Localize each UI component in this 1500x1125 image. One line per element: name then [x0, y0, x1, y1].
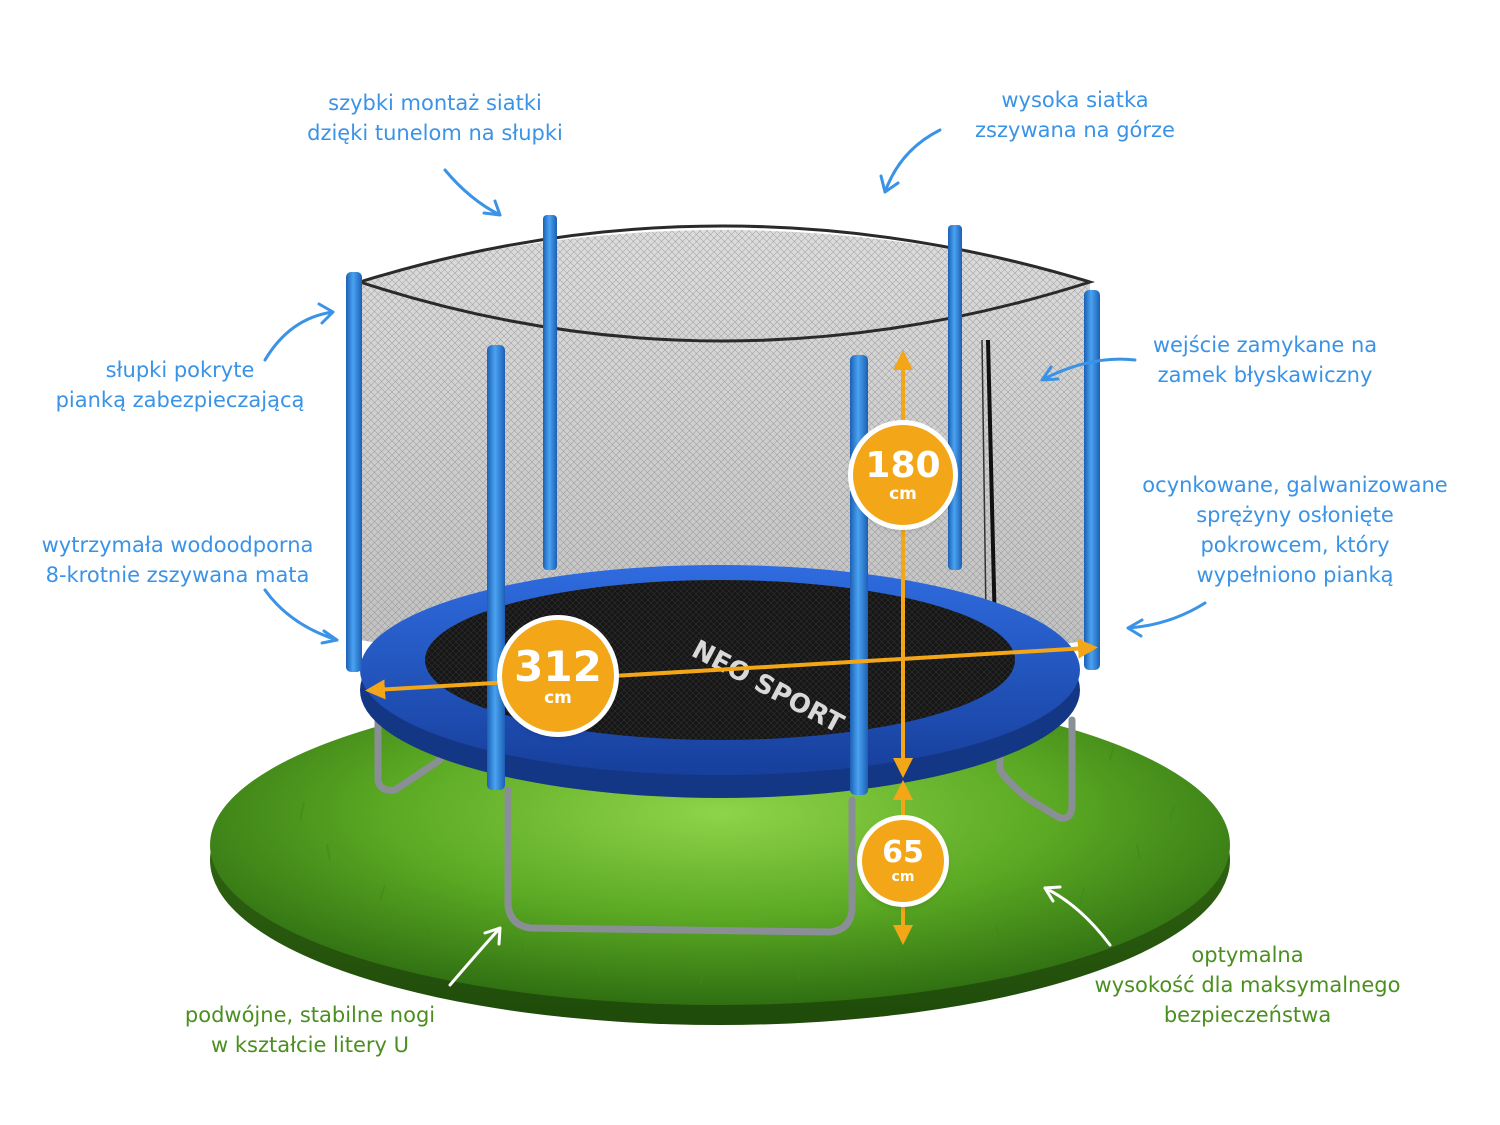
callout-poles: słupki pokryte pianką zabezpieczającą — [30, 355, 330, 415]
callout-line: podwójne, stabilne nogi — [184, 1003, 436, 1027]
curved-arrow-icon-zipper — [1040, 357, 1137, 382]
net-height-badge: 180 cm — [853, 425, 953, 525]
callout-line: ocynkowane, galwanizowane — [1142, 473, 1448, 497]
frame-legs — [374, 716, 1076, 936]
callout-line: wejście zamykane na — [1152, 333, 1378, 357]
callout-line: pianką zabezpieczającą — [55, 388, 305, 412]
pole-front-left — [487, 345, 505, 790]
callout-zipper-entry: wejście zamykane na zamek błyskawiczny — [1120, 330, 1410, 390]
curved-arrow-icon-net-assembly — [443, 168, 502, 217]
callout-net-assembly: szybki montaż siatki dzięki tunelom na s… — [270, 88, 600, 148]
callout-high-net: wysoka siatka zszywana na górze — [930, 85, 1220, 145]
diameter-value: 312 — [514, 641, 602, 691]
diameter-unit: cm — [544, 687, 572, 708]
callout-line: optymalna — [1191, 943, 1304, 967]
callout-line: dzięki tunelom na słupki — [307, 121, 563, 145]
callout-line: wysoka siatka — [1001, 88, 1149, 112]
callout-legs: podwójne, stabilne nogi w kształcie lite… — [160, 1000, 460, 1060]
curved-arrow-icon-mat — [263, 588, 339, 645]
pole-rear-right — [948, 225, 962, 570]
frame-height-unit: cm — [891, 869, 915, 885]
callout-line: pokrowcem, który — [1200, 533, 1390, 557]
curved-arrow-icon-safety — [1043, 885, 1112, 947]
frame-height-badge: 65 cm — [862, 820, 944, 902]
curved-arrow-icon-poles — [263, 302, 335, 362]
u-shaped-leg — [504, 786, 856, 936]
pole-front-right — [850, 355, 868, 795]
callout-line: zamek błyskawiczny — [1157, 363, 1373, 387]
callout-line: bezpieczeństwa — [1163, 1003, 1332, 1027]
callout-line: 8-krotnie zszywana mata — [45, 563, 310, 587]
curved-arrow-icon-legs — [448, 926, 502, 987]
pole-right — [1084, 290, 1100, 670]
callout-line: w kształcie litery U — [211, 1033, 409, 1057]
callout-line: wytrzymała wodoodporna — [41, 533, 314, 557]
callout-line: słupki pokryte — [105, 358, 255, 382]
pole-rear-left — [543, 215, 557, 570]
curved-arrow-icon-springs — [1126, 601, 1207, 638]
callout-safety-height: optymalna wysokość dla maksymalnego bezp… — [1060, 940, 1435, 1030]
frame-height-value: 65 — [882, 835, 924, 870]
callout-line: zszywana na górze — [975, 118, 1175, 142]
diameter-badge: 312 cm — [502, 620, 614, 732]
net-top-rim — [355, 224, 1096, 343]
net-height-unit: cm — [889, 483, 917, 504]
callout-line: sprężyny osłonięte — [1196, 503, 1394, 527]
pole-left — [346, 272, 362, 672]
curved-arrow-icon-high-net — [879, 128, 942, 194]
callout-mat: wytrzymała wodoodporna 8-krotnie zszywan… — [10, 530, 345, 590]
callout-line: wysokość dla maksymalnego — [1094, 973, 1401, 997]
net-height-value: 180 — [865, 444, 941, 486]
callout-line: wypełniono pianką — [1196, 563, 1394, 587]
callout-springs: ocynkowane, galwanizowane sprężyny osłon… — [1120, 470, 1470, 590]
diameter-double-arrow-icon — [365, 638, 1098, 700]
callout-line: szybki montaż siatki — [328, 91, 542, 115]
